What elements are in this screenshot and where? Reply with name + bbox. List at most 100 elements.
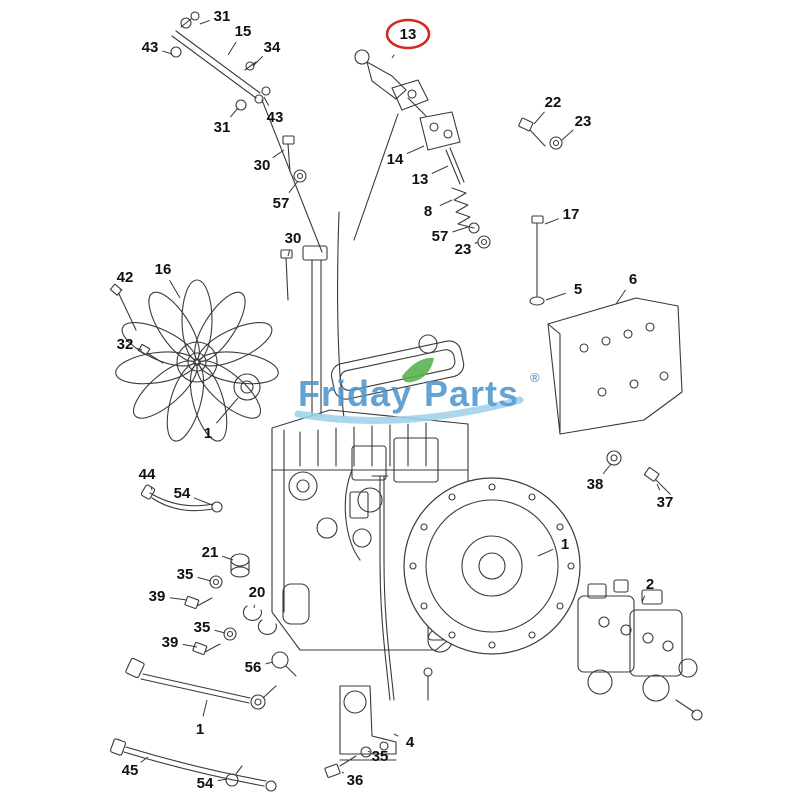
part-label-32: 32 [117,336,134,353]
part-label-35: 35 [177,566,194,583]
leader-line [227,41,237,56]
leader-line [393,733,399,737]
leader-line [253,604,256,609]
part-label-45: 45 [122,762,139,779]
part-label-57: 57 [432,228,449,245]
leader-line [214,629,226,634]
part-label-38: 38 [587,476,604,493]
highlight-circle [385,18,431,50]
part-label-43: 43 [267,109,284,126]
watermark-leaf-icon [402,357,434,383]
part-label-31: 31 [214,119,231,136]
leader-line [263,96,270,106]
fan-assembly [109,279,279,442]
leader-line [391,54,395,59]
bottom-bracket [324,685,397,779]
leader-line [229,107,239,118]
part-label-16: 16 [155,261,172,278]
fasteners-top [280,117,563,306]
leader-line [544,218,560,225]
leader-line [217,778,228,782]
leader-line [202,699,208,717]
leader-line [193,497,213,506]
part-label-23: 23 [575,113,592,130]
leader-line [216,397,239,424]
part-label-39: 39 [149,588,166,605]
left-fittings [109,484,297,792]
watermark-text-right: Parts [424,373,519,414]
leader-line [367,750,371,753]
part-label-36: 36 [347,772,364,789]
part-label-23: 23 [455,241,472,258]
part-label-43: 43 [142,39,159,56]
leader-line [265,661,274,665]
leader-line [222,555,234,561]
leader-line [406,145,425,155]
mounting-bracket [547,297,683,495]
part-label-5: 5 [574,281,582,298]
part-label-44: 44 [139,466,156,483]
leader-line [537,548,554,557]
part-label-35: 35 [194,619,211,636]
leader-line [169,597,188,601]
leader-line [474,241,479,244]
leader-line [182,643,198,648]
leader-line [602,463,612,475]
leader-line [656,483,661,491]
leader-line [150,486,153,491]
part-label-15: 15 [235,23,252,40]
leader-line [561,129,574,141]
hydraulic-pump [577,579,703,721]
part-label-6: 6 [629,271,637,288]
leader-line [287,250,291,257]
part-label-30: 30 [254,157,271,174]
leader-line [162,50,173,55]
watermark-swoosh [294,396,524,424]
watermark-text-left: Friday [298,373,412,414]
part-label-13: 13 [400,26,417,43]
part-label-42: 42 [117,269,134,286]
leader-line [288,180,299,194]
leader-line [252,55,264,67]
part-label-20: 20 [249,584,266,601]
leader-line [431,165,449,174]
flywheel-housing [403,477,581,701]
leader-line [140,756,149,763]
part-label-21: 21 [202,544,219,561]
part-label-56: 56 [245,659,262,676]
top-linkage [170,11,271,111]
part-label-4: 4 [406,734,415,751]
dipstick-rod [371,475,395,701]
part-label-1: 1 [561,536,569,553]
leader-line [641,595,646,603]
leader-line [169,279,181,299]
part-label-17: 17 [563,206,580,223]
leader-line [341,771,345,774]
part-label-34: 34 [264,39,281,56]
control-lever-assembly [261,49,491,253]
leader-line [615,289,627,305]
part-label-30: 30 [285,230,302,247]
part-label-22: 22 [545,94,562,111]
part-label-1: 1 [204,425,212,442]
leader-line [439,199,453,207]
leader-line [452,226,469,233]
part-label-54: 54 [197,775,214,792]
part-label-37: 37 [657,494,674,511]
leader-line [137,347,143,351]
leader-line [272,149,285,159]
watermark-registered-mark: ® [530,370,540,385]
leader-line [199,19,210,25]
part-label-35: 35 [372,748,389,765]
part-label-57: 57 [273,195,290,212]
part-label-1: 1 [196,721,204,738]
leader-line [533,111,545,125]
watermark: Friday Parts ® [294,357,540,424]
leader-line [197,576,212,582]
part-label-14: 14 [387,151,404,168]
part-label-31: 31 [214,8,231,25]
leader-line [545,292,566,301]
